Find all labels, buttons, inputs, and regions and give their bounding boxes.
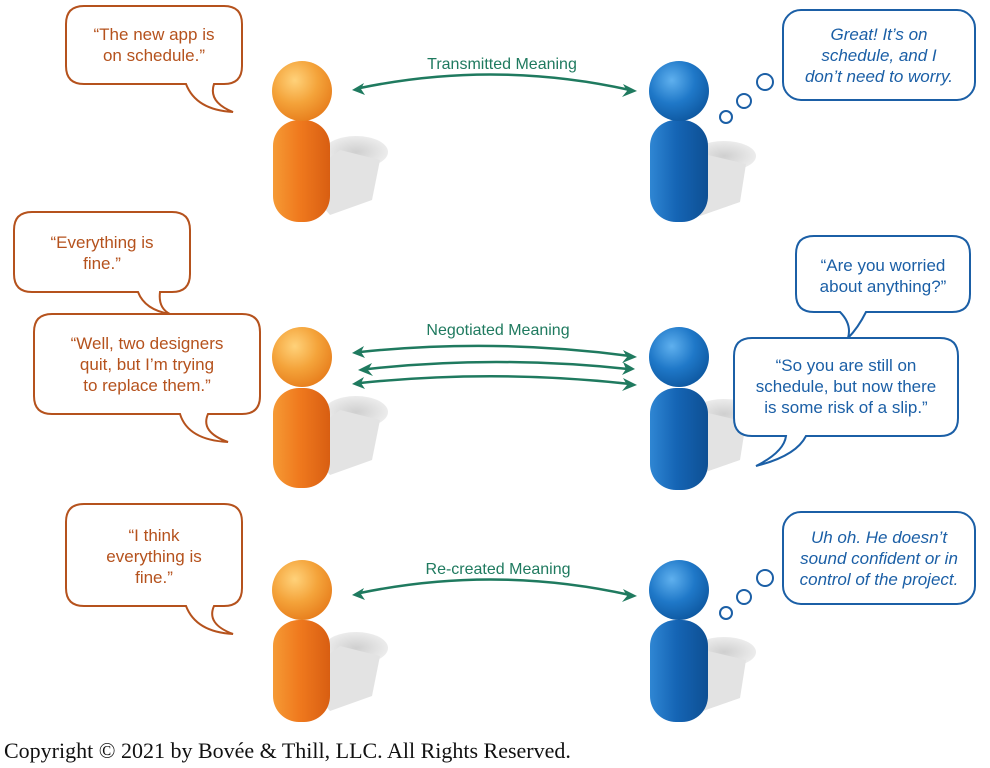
thought-dot bbox=[756, 569, 774, 587]
arrowhead bbox=[622, 350, 637, 363]
arrow-tail bbox=[352, 83, 365, 95]
listener-body bbox=[650, 120, 708, 222]
arrow-tail bbox=[622, 362, 635, 375]
recreated-arrow bbox=[359, 578, 631, 597]
listener-head bbox=[649, 560, 709, 620]
listener-body bbox=[650, 620, 708, 722]
speaker-speech-bubble bbox=[65, 5, 243, 113]
thought-dot bbox=[756, 73, 774, 91]
speaker-head bbox=[272, 560, 332, 620]
recreated-meaning-label: Re-created Meaning bbox=[425, 561, 571, 578]
speaker-quote: “The new app is on schedule.” bbox=[93, 25, 215, 65]
arrow-tail bbox=[352, 346, 365, 358]
row-transmitted bbox=[65, 5, 976, 222]
negotiated-arrow-forward bbox=[359, 344, 631, 358]
listener-quote: “So you are still on schedule, but now t… bbox=[755, 356, 937, 417]
thought-dot bbox=[719, 110, 733, 124]
arrowhead bbox=[622, 378, 637, 391]
listener-quote: “Are you worried about anything?” bbox=[819, 256, 947, 296]
thought-dot bbox=[736, 589, 752, 605]
speaker-head bbox=[272, 61, 332, 121]
arrowhead bbox=[622, 589, 637, 602]
speaker-quote: “Everything is fine.” bbox=[50, 233, 154, 273]
thought-dot bbox=[719, 606, 733, 620]
speaker-speech-bubble bbox=[33, 313, 261, 443]
negotiated-meaning-label: Negotiated Meaning bbox=[426, 322, 570, 339]
arrow-tail bbox=[352, 588, 365, 600]
speaker-speech-bubble bbox=[65, 503, 243, 635]
negotiated-arrow-forward bbox=[359, 374, 631, 386]
speaker-body bbox=[273, 388, 330, 488]
negotiated-arrow-back bbox=[367, 360, 629, 371]
thought-dot bbox=[736, 93, 752, 109]
listener-speech-bubble bbox=[733, 337, 959, 467]
transmitted-arrow bbox=[359, 73, 631, 92]
speaker-quote: “I think everything is fine.” bbox=[106, 526, 202, 587]
listener-thought-bubble bbox=[782, 511, 976, 605]
arrowhead bbox=[358, 363, 373, 376]
speaker-quote: “Well, two designers quit, but I’m tryin… bbox=[70, 334, 224, 395]
speaker-body bbox=[273, 120, 330, 222]
listener-head bbox=[649, 61, 709, 121]
speaker-head bbox=[272, 327, 332, 387]
listener-thought-bubble bbox=[782, 9, 976, 101]
arrowhead bbox=[622, 84, 637, 97]
row-negotiated bbox=[13, 211, 971, 490]
speaker-body bbox=[273, 620, 330, 722]
transmitted-meaning-label: Transmitted Meaning bbox=[427, 56, 577, 73]
arrow-tail bbox=[352, 377, 365, 389]
row-recreated bbox=[65, 503, 976, 722]
listener-head bbox=[649, 327, 709, 387]
copyright-notice: Copyright © 2021 by Bovée & Thill, LLC. … bbox=[4, 738, 571, 763]
listener-body bbox=[650, 388, 708, 490]
listener-thought: Uh oh. He doesn’t sound confident or in … bbox=[799, 528, 959, 589]
listener-thought: Great! It’s on schedule, and I don’t nee… bbox=[804, 25, 954, 86]
